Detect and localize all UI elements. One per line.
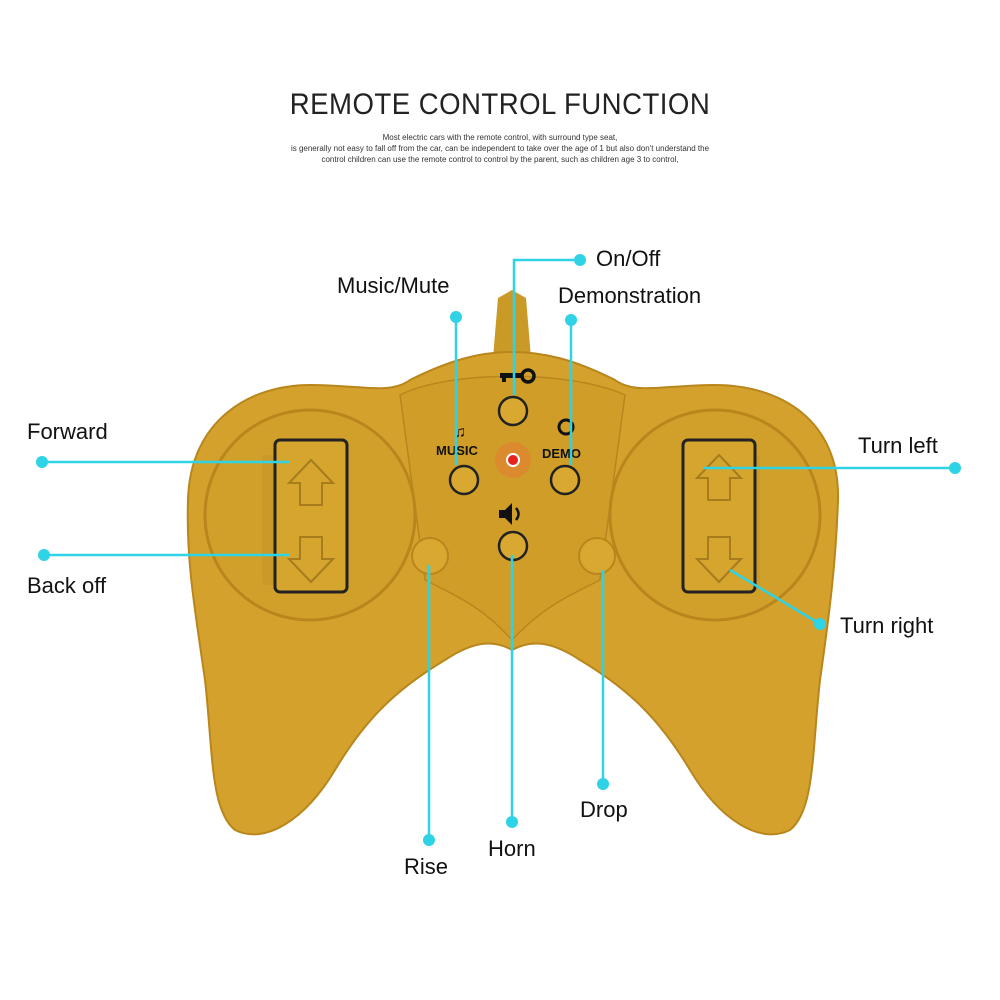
- on-off-button[interactable]: [497, 395, 529, 427]
- label-back-off: Back off: [27, 573, 107, 598]
- demo-button[interactable]: [549, 464, 581, 496]
- arrow-down-icon: [694, 536, 744, 584]
- key-icon: [500, 368, 536, 384]
- antenna: [492, 290, 532, 370]
- label-rise: Rise: [404, 854, 449, 879]
- arrow-up-icon: [286, 458, 336, 506]
- music-button[interactable]: [448, 464, 480, 496]
- label-demonstration: Demonstration: [558, 283, 702, 308]
- demo-gear-icon: [557, 418, 575, 436]
- label-music-mute: Music/Mute: [337, 273, 450, 298]
- label-turn-right: Turn right: [840, 613, 934, 638]
- description-line: is generally not easy to fall off from t…: [290, 144, 710, 153]
- label-forward: Forward: [27, 419, 108, 444]
- description-line: control children can use the remote cont…: [321, 155, 679, 164]
- power-led: [506, 453, 520, 467]
- speaker-icon: [499, 503, 520, 525]
- label-turn-left: Turn left: [858, 433, 938, 458]
- callout-dots: [36, 254, 961, 846]
- right-rocker-left-right[interactable]: [681, 438, 757, 594]
- arrow-down-icon: [286, 536, 336, 584]
- description: Most electric cars with the remote contr…: [230, 132, 770, 165]
- description-line: Most electric cars with the remote contr…: [382, 133, 618, 142]
- label-drop: Drop: [580, 797, 628, 822]
- label-on-off: On/Off: [596, 246, 661, 271]
- page-title: REMOTE CONTROL FUNCTION: [289, 88, 711, 121]
- demo-label: DEMO: [542, 446, 581, 461]
- drop-button[interactable]: [578, 537, 616, 575]
- callout-lines: [42, 258, 955, 840]
- arrow-up-icon: [694, 453, 744, 501]
- label-horn: Horn: [488, 836, 536, 861]
